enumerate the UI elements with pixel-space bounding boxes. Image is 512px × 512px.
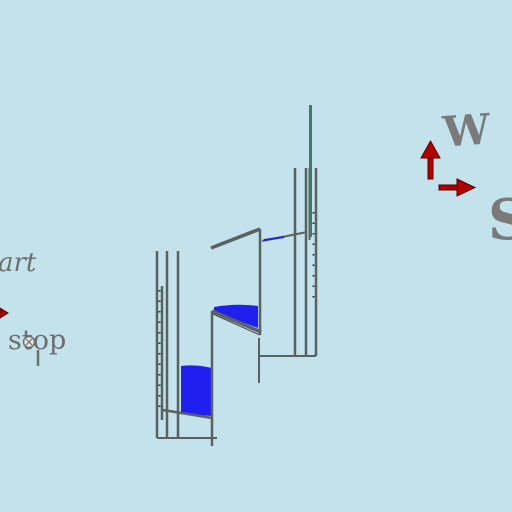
- middle-water: [214, 304, 258, 328]
- middle-ramp-edge: [212, 313, 261, 336]
- start-label[interactable]: art: [0, 248, 37, 278]
- left-tower: [155, 251, 180, 438]
- right-tower: [293, 168, 318, 356]
- red-arrow-up-icon: [420, 139, 441, 180]
- stop-label[interactable]: stop: [8, 325, 67, 356]
- screw-knob-icon[interactable]: [22, 335, 36, 349]
- green-pole: [309, 105, 312, 237]
- upper-water-film: [263, 236, 285, 241]
- red-arrow-right-icon: [438, 178, 477, 197]
- start-stop-arrow-icon[interactable]: [0, 307, 9, 319]
- middle-ramp: [211, 309, 262, 334]
- key-s-label: S: [488, 187, 512, 253]
- lower-basin-floor: [162, 408, 213, 420]
- lower-water: [181, 365, 212, 416]
- upper-ramp: [210, 227, 261, 250]
